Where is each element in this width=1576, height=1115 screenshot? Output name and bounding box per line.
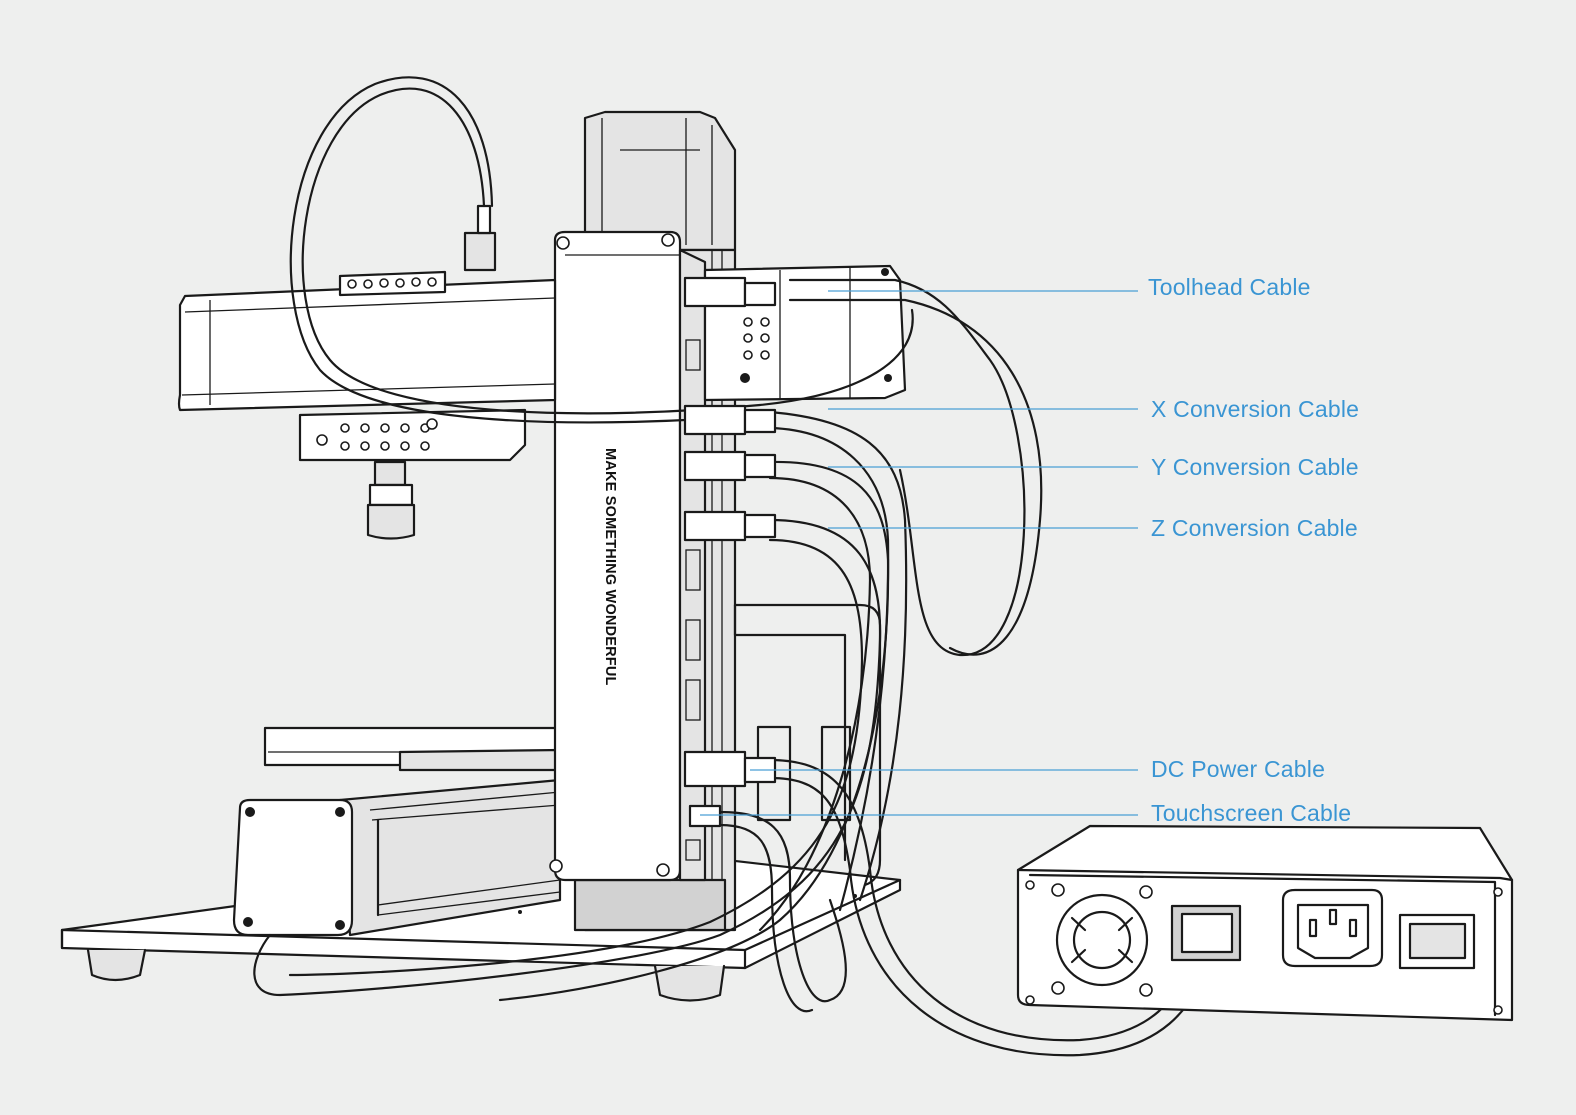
cable-holder-bracket [733, 603, 882, 887]
callout-z-conversion-cable: Z Conversion Cable [1151, 515, 1358, 541]
callout-dc-power-cable: DC Power Cable [1151, 756, 1326, 782]
callout-touchscreen-cable: Touchscreen Cable [1151, 800, 1352, 826]
slogan-text: MAKE SOMETHING WONDERFUL [602, 448, 618, 686]
x-axis-module [177, 204, 907, 540]
callout-lines [700, 290, 1138, 816]
callout-y-conversion-cable: Y Conversion Cable [1151, 454, 1359, 480]
y-axis-module [232, 726, 562, 937]
cables [253, 76, 1212, 1057]
callout-toolhead-cable: Toolhead Cable [1148, 274, 1311, 300]
callout-x-conversion-cable: X Conversion Cable [1151, 396, 1360, 422]
power-supply-unit [1016, 824, 1514, 1022]
